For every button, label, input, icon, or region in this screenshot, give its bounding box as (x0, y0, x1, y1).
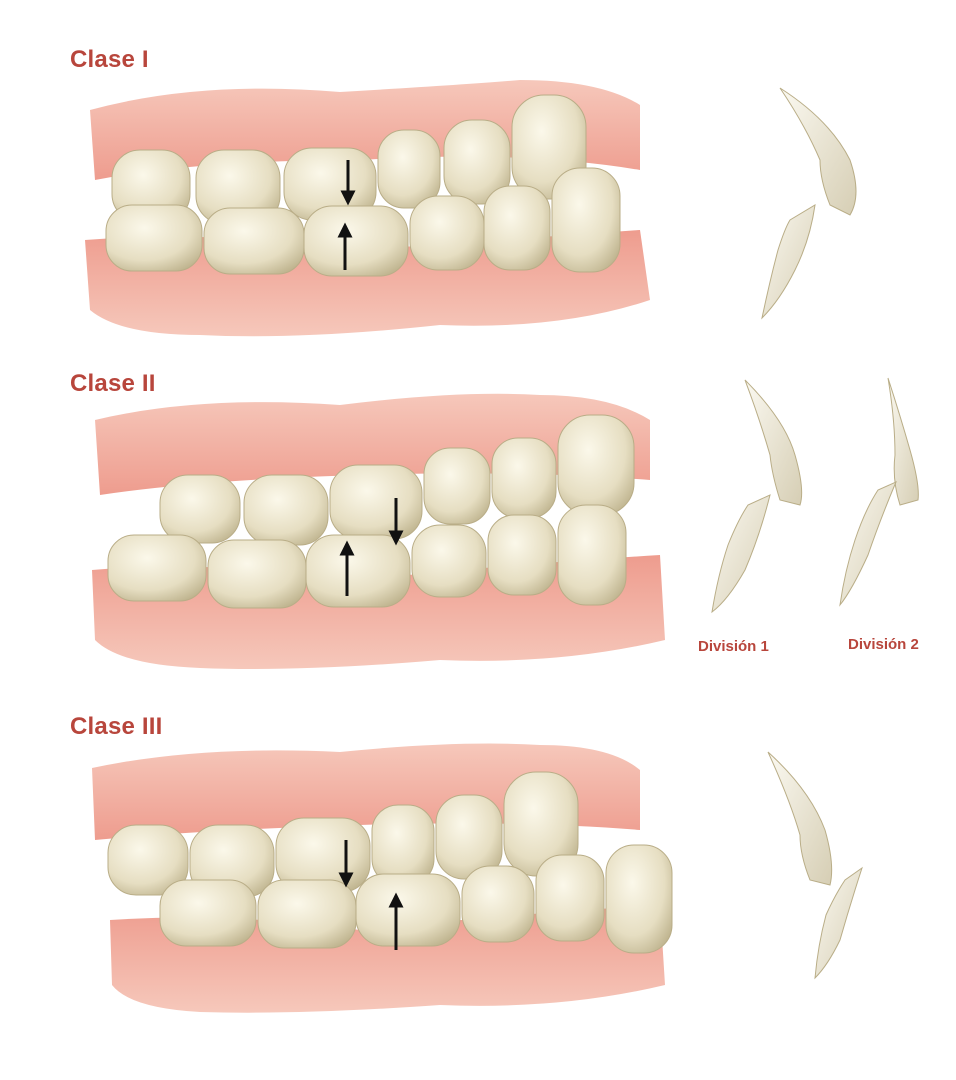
canine-pair-class-3 (768, 752, 862, 978)
panel-class-3 (92, 744, 862, 1013)
class-3-label: Clase III (70, 713, 163, 741)
division-2-label: División 2 (848, 636, 919, 653)
class-1-label: Clase I (70, 46, 149, 74)
division-1-label: División 1 (698, 638, 769, 655)
canine-pair-class-1 (762, 88, 856, 318)
panel-class-2 (92, 378, 918, 669)
panel-class-1 (85, 80, 856, 336)
canine-pair-division-2 (840, 378, 918, 605)
class-2-label: Clase II (70, 370, 156, 398)
canine-pair-division-1 (712, 380, 802, 612)
